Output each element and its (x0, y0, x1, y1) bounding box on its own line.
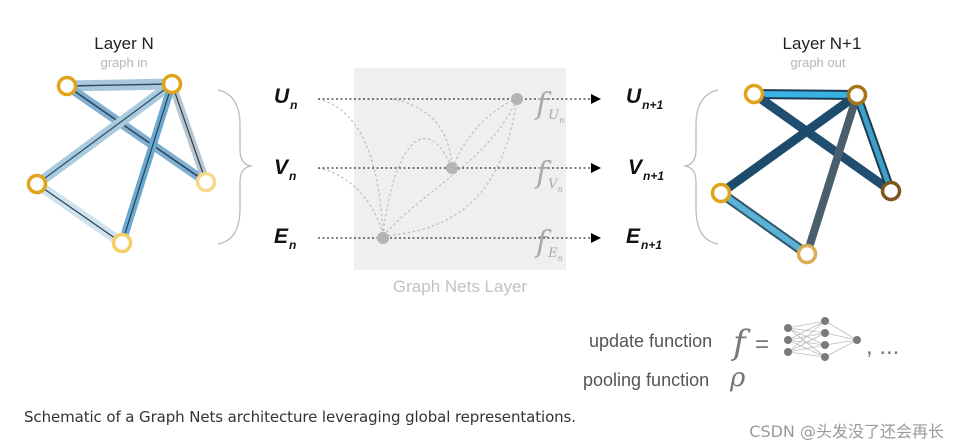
right-node-e (796, 243, 818, 265)
right-graph-subtitle: graph out (791, 55, 846, 70)
left-edge-a-b (61, 78, 178, 92)
left-graph-edges (32, 78, 211, 248)
right-node-c (710, 182, 732, 204)
right-edge-b-c (716, 90, 862, 198)
left-node-b (161, 73, 183, 95)
neural-network-icon (784, 317, 861, 361)
watermark: CSDN @头发没了还会再长 (749, 422, 944, 441)
layer-main-lines (318, 94, 601, 243)
legend-pooling-symbol: ρ (729, 363, 746, 393)
right-brace (683, 89, 719, 245)
right-graph-title: Layer N+1 (783, 34, 862, 53)
right-node-d (880, 180, 902, 202)
input-u-label: Un (274, 85, 298, 112)
legend-ellipsis: , ... (866, 333, 899, 360)
right-node-b (846, 84, 868, 106)
left-brace (217, 89, 253, 245)
left-graph-subtitle: graph in (101, 55, 148, 70)
left-node-d (195, 171, 217, 193)
output-e-label: En+1 (626, 225, 662, 252)
right-edge-b-d (852, 90, 896, 196)
edge-aggregation-dot (377, 232, 389, 244)
right-graph-edges (716, 89, 896, 259)
right-edge-a-b (749, 89, 862, 100)
graph-nets-layer-label: Graph Nets Layer (393, 277, 528, 296)
legend-update-label: update function (589, 331, 712, 351)
left-edge-c-e (32, 179, 127, 248)
left-node-a (56, 75, 78, 97)
right-edge-b-e (803, 91, 861, 258)
input-labels: Un Vn En (274, 85, 298, 252)
output-v-label: Vn+1 (628, 156, 664, 183)
global-aggregation-dot (511, 93, 523, 105)
left-graph-title: Layer N (94, 34, 154, 53)
input-v-label: Vn (274, 156, 296, 183)
legend-equals: = (755, 331, 769, 358)
left-edge-b-c (32, 79, 177, 189)
left-node-e (111, 232, 133, 254)
right-graph: Layer N+1 graph out (710, 34, 902, 265)
left-edge-b-d (168, 80, 210, 186)
legend: update function f = (583, 317, 899, 393)
left-graph-nodes (26, 73, 217, 254)
output-u-label: Un+1 (626, 85, 664, 112)
right-edge-a-d (749, 89, 896, 196)
left-graph: Layer N graph in (26, 34, 217, 254)
left-edge-a-d (62, 81, 211, 187)
node-aggregation-dot (446, 162, 458, 174)
legend-pooling-label: pooling function (583, 370, 709, 390)
left-node-c (26, 173, 48, 195)
left-edge-b-e (118, 80, 176, 247)
legend-update-symbol: f (730, 323, 751, 363)
right-node-a (743, 83, 765, 105)
right-graph-nodes (710, 83, 902, 265)
figure-caption: Schematic of a Graph Nets architecture l… (24, 408, 576, 426)
output-labels: Un+1 Vn+1 En+1 (626, 85, 664, 252)
right-edge-c-e (716, 188, 812, 259)
layer-connections (317, 98, 518, 237)
input-e-label: En (274, 225, 296, 252)
